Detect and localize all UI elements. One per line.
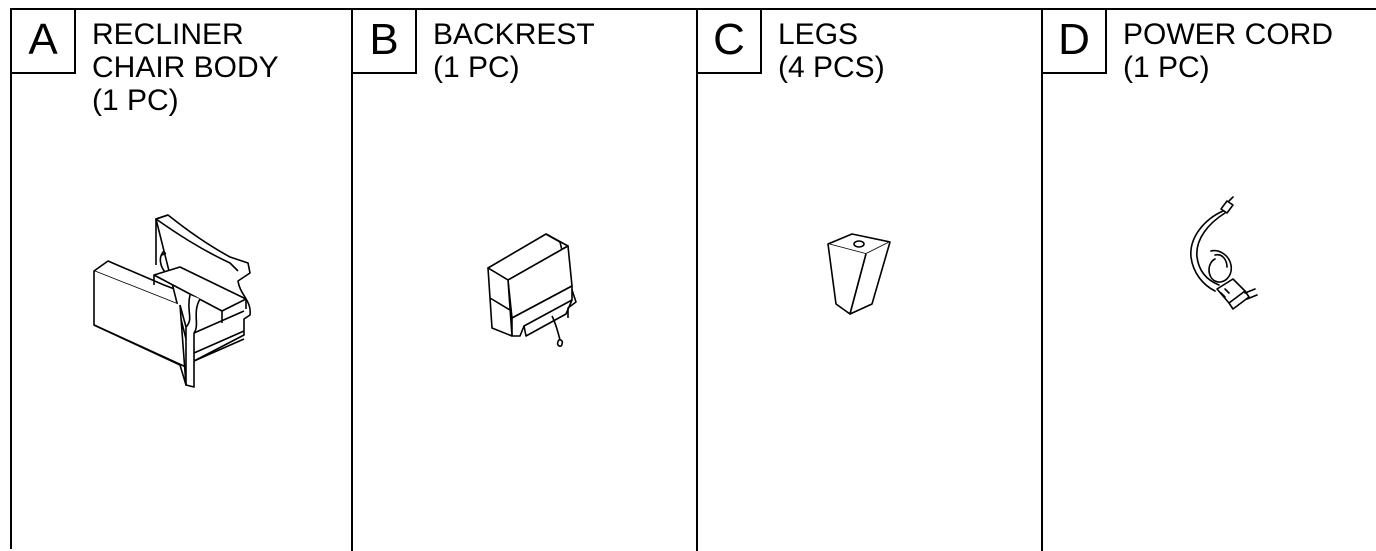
part-name-line: (1 PC) xyxy=(92,84,179,117)
part-panel-b: B BACKREST (1 PC) xyxy=(353,10,696,551)
part-panel-c: C LEGS (4 PCS) xyxy=(698,10,1041,551)
part-name-line: BACKREST xyxy=(433,18,595,51)
part-letter-c: C xyxy=(698,10,762,74)
part-label-b: BACKREST (1 PC) xyxy=(433,18,595,84)
part-panel-d: D POWER CORD (1 PC) xyxy=(1043,10,1376,551)
part-letter-d: D xyxy=(1043,10,1107,74)
part-letter-b: B xyxy=(353,10,417,74)
part-name-line: POWER CORD xyxy=(1123,18,1333,51)
part-name-line: (1 PC) xyxy=(1123,51,1210,84)
parts-list-sheet: A RECLINER CHAIR BODY (1 PC) xyxy=(10,8,1376,551)
leg-icon xyxy=(826,232,892,322)
part-name-line: (4 PCS) xyxy=(778,51,885,84)
part-label-a: RECLINER CHAIR BODY (1 PC) xyxy=(92,18,279,117)
part-name-line: CHAIR BODY xyxy=(92,51,279,84)
part-letter-a: A xyxy=(12,10,76,74)
panel-divider xyxy=(696,10,698,551)
part-label-c: LEGS (4 PCS) xyxy=(778,18,885,84)
part-name-line: RECLINER xyxy=(92,18,244,51)
part-name-line: (1 PC) xyxy=(433,51,520,84)
recliner-chair-body-icon xyxy=(90,215,270,395)
panel-divider xyxy=(351,10,353,551)
panel-divider xyxy=(1041,10,1043,551)
backrest-icon xyxy=(486,232,586,352)
part-name-line: LEGS xyxy=(778,18,859,51)
part-panel-a: A RECLINER CHAIR BODY (1 PC) xyxy=(12,10,353,551)
part-label-d: POWER CORD (1 PC) xyxy=(1123,18,1333,84)
power-cord-icon xyxy=(1175,193,1265,323)
